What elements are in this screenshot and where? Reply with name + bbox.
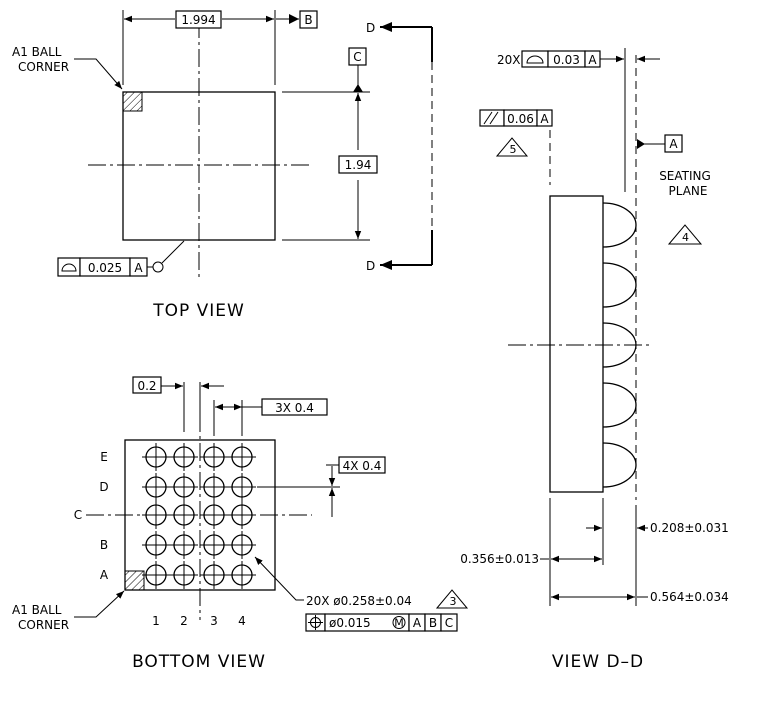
top-view-title: TOP VIEW bbox=[152, 301, 245, 321]
top-datum-b: B bbox=[304, 13, 312, 27]
top-dim-height: 1.94 bbox=[345, 158, 372, 172]
top-section-d-bottom: D bbox=[366, 259, 375, 273]
top-datum-c: C bbox=[353, 50, 361, 64]
side-parallel-datum: A bbox=[540, 112, 549, 126]
side-parallel-flag: 5 bbox=[510, 143, 517, 156]
ball bbox=[142, 531, 170, 559]
side-parallel-tol: 0.06 bbox=[507, 112, 534, 126]
bottom-dim-col-pitch: 3X 0.4 bbox=[275, 401, 314, 415]
bottom-a1-label-2: CORNER bbox=[18, 618, 69, 632]
col-label: 4 bbox=[238, 614, 246, 628]
bottom-dim-offset: 0.2 bbox=[137, 379, 156, 393]
bottom-position-datum-b: B bbox=[429, 616, 437, 630]
side-datum-a: A bbox=[669, 137, 678, 151]
side-view: 20X 0.03 A 0.06 A 5 A SEATING PLANE 4 bbox=[460, 48, 729, 672]
ball bbox=[170, 531, 198, 559]
ball bbox=[142, 561, 170, 589]
ball bbox=[200, 473, 228, 501]
side-view-title: VIEW D–D bbox=[552, 652, 644, 672]
ball bbox=[228, 561, 256, 589]
bottom-dim-row-pitch: 4X 0.4 bbox=[343, 459, 382, 473]
top-a1-label-1: A1 BALL bbox=[12, 45, 62, 59]
top-section-d-top: D bbox=[366, 21, 375, 35]
top-a1-label-2: CORNER bbox=[18, 60, 69, 74]
ball bbox=[228, 443, 256, 471]
side-body bbox=[549, 195, 604, 493]
side-ball bbox=[602, 262, 637, 308]
top-a1-hatch bbox=[122, 91, 143, 112]
side-dim-ball-height: 0.208±0.031 bbox=[650, 521, 729, 535]
top-dim-width: 1.994 bbox=[181, 13, 215, 27]
bottom-ball-note-flag: 3 bbox=[450, 595, 457, 608]
bottom-position-datum-c: C bbox=[445, 616, 453, 630]
ball bbox=[170, 443, 198, 471]
row-label: D bbox=[99, 480, 108, 494]
ball bbox=[142, 443, 170, 471]
col-label: 1 bbox=[152, 614, 160, 628]
col-label: 2 bbox=[180, 614, 188, 628]
ball bbox=[228, 531, 256, 559]
ball bbox=[200, 443, 228, 471]
bottom-a1-hatch bbox=[124, 570, 145, 591]
col-labels: 1 2 3 4 bbox=[152, 614, 246, 628]
row-label: E bbox=[100, 450, 108, 464]
top-profile-tol: 0.025 bbox=[88, 261, 122, 275]
side-seating-2: PLANE bbox=[669, 184, 708, 198]
ball bbox=[200, 561, 228, 589]
bottom-position-datum-a: A bbox=[413, 616, 422, 630]
top-view: A1 BALL CORNER 1.994 B 1.94 C D bbox=[12, 10, 433, 321]
side-ball bbox=[602, 202, 637, 248]
col-label: 3 bbox=[210, 614, 218, 628]
side-seating-flag: 4 bbox=[682, 231, 689, 244]
ball bbox=[142, 473, 170, 501]
top-profile-datum: A bbox=[134, 261, 143, 275]
row-label: C bbox=[74, 508, 82, 522]
ball bbox=[200, 531, 228, 559]
side-coplanarity-datum: A bbox=[588, 53, 597, 67]
row-label: A bbox=[100, 568, 109, 582]
side-dim-total: 0.564±0.034 bbox=[650, 590, 729, 604]
row-label: B bbox=[100, 538, 108, 552]
side-seating-1: SEATING bbox=[659, 169, 711, 183]
bottom-position-modifier: M bbox=[394, 617, 404, 630]
bottom-view-title: BOTTOM VIEW bbox=[132, 652, 266, 672]
row-labels: E D C B A bbox=[74, 450, 109, 582]
ball bbox=[170, 473, 198, 501]
ball bbox=[170, 561, 198, 589]
bottom-ball-note: 20X ø0.258±0.04 bbox=[306, 594, 412, 608]
bottom-position-tol: ø0.015 bbox=[329, 616, 371, 630]
side-dim-body: 0.356±0.013 bbox=[460, 552, 539, 566]
side-coplanarity-tol: 0.03 bbox=[553, 53, 580, 67]
side-ball bbox=[602, 382, 637, 428]
side-ball bbox=[602, 442, 637, 488]
ball-grid bbox=[142, 443, 256, 589]
side-coplanarity-count: 20X bbox=[497, 53, 521, 67]
ball bbox=[228, 473, 256, 501]
bottom-a1-label-1: A1 BALL bbox=[12, 603, 62, 617]
